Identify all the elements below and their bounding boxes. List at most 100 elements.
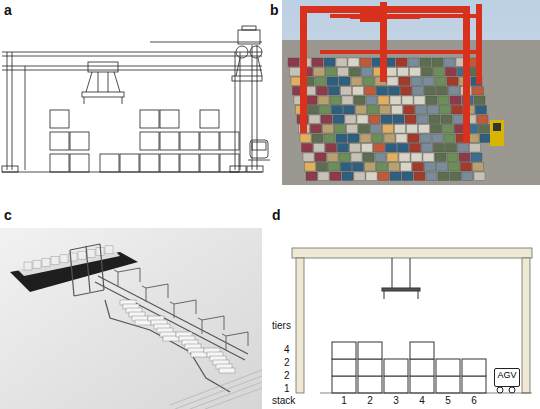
container bbox=[447, 153, 458, 162]
container bbox=[402, 172, 413, 181]
container bbox=[339, 77, 350, 86]
container bbox=[288, 58, 299, 67]
container bbox=[473, 87, 484, 96]
container bbox=[312, 134, 323, 143]
container bbox=[383, 125, 394, 134]
container bbox=[432, 134, 443, 143]
container bbox=[408, 134, 419, 143]
container bbox=[320, 106, 331, 115]
container bbox=[414, 172, 425, 181]
container bbox=[336, 134, 347, 143]
container bbox=[24, 262, 32, 270]
container bbox=[315, 77, 326, 86]
container bbox=[366, 172, 377, 181]
container bbox=[378, 96, 389, 105]
container bbox=[443, 125, 454, 134]
container bbox=[399, 153, 410, 162]
container bbox=[410, 376, 434, 393]
container bbox=[425, 163, 436, 172]
container bbox=[398, 68, 409, 77]
container bbox=[474, 96, 485, 105]
container bbox=[50, 110, 69, 128]
container bbox=[345, 115, 356, 124]
container bbox=[330, 172, 341, 181]
container bbox=[332, 106, 343, 115]
container bbox=[423, 153, 434, 162]
gantry-frame bbox=[198, 316, 224, 334]
container bbox=[329, 163, 340, 172]
container bbox=[396, 134, 407, 143]
container bbox=[438, 172, 449, 181]
container bbox=[335, 125, 346, 134]
panel-letter: d bbox=[272, 207, 281, 223]
container bbox=[180, 132, 199, 150]
container bbox=[434, 144, 445, 153]
container bbox=[387, 153, 398, 162]
container bbox=[386, 68, 397, 77]
container bbox=[436, 359, 460, 376]
container bbox=[358, 342, 382, 359]
container bbox=[330, 96, 341, 105]
container bbox=[362, 144, 373, 153]
container bbox=[437, 87, 448, 96]
container bbox=[324, 134, 335, 143]
container bbox=[321, 115, 332, 124]
tier-number: 1 bbox=[284, 383, 290, 395]
container bbox=[351, 77, 362, 86]
container bbox=[326, 68, 337, 77]
container bbox=[160, 132, 179, 150]
container bbox=[338, 68, 349, 77]
stack-number: 1 bbox=[341, 395, 347, 407]
container bbox=[306, 96, 317, 105]
container bbox=[326, 144, 337, 153]
container bbox=[354, 96, 365, 105]
container bbox=[414, 96, 425, 105]
container bbox=[363, 153, 374, 162]
container bbox=[341, 87, 352, 96]
container bbox=[120, 154, 139, 172]
container bbox=[78, 251, 86, 259]
container bbox=[350, 68, 361, 77]
container bbox=[441, 115, 452, 124]
crane-line-drawing bbox=[2, 26, 270, 172]
container bbox=[444, 134, 455, 143]
container bbox=[100, 154, 119, 172]
container bbox=[336, 58, 347, 67]
container bbox=[453, 115, 464, 124]
container bbox=[290, 68, 301, 77]
container bbox=[461, 163, 472, 172]
container bbox=[422, 68, 433, 77]
container bbox=[365, 163, 376, 172]
container bbox=[420, 58, 431, 67]
container bbox=[380, 106, 391, 115]
container bbox=[417, 115, 428, 124]
container bbox=[438, 96, 449, 105]
container bbox=[426, 96, 437, 105]
container bbox=[219, 368, 235, 373]
stack-number: 3 bbox=[393, 395, 399, 407]
container bbox=[387, 77, 398, 86]
container bbox=[381, 115, 392, 124]
container bbox=[452, 106, 463, 115]
container bbox=[390, 172, 401, 181]
container bbox=[450, 96, 461, 105]
container bbox=[471, 153, 482, 162]
container bbox=[50, 154, 69, 172]
container bbox=[60, 255, 68, 263]
container bbox=[422, 144, 433, 153]
container bbox=[411, 153, 422, 162]
container bbox=[470, 144, 481, 153]
container bbox=[371, 125, 382, 134]
container bbox=[302, 144, 313, 153]
container bbox=[434, 68, 445, 77]
container bbox=[410, 144, 421, 153]
container bbox=[42, 258, 50, 266]
container bbox=[160, 154, 179, 172]
container bbox=[389, 87, 400, 96]
container bbox=[33, 260, 41, 268]
gantry-frame bbox=[114, 268, 140, 286]
container bbox=[401, 163, 412, 172]
gantry-frame bbox=[170, 300, 196, 318]
container bbox=[317, 163, 328, 172]
